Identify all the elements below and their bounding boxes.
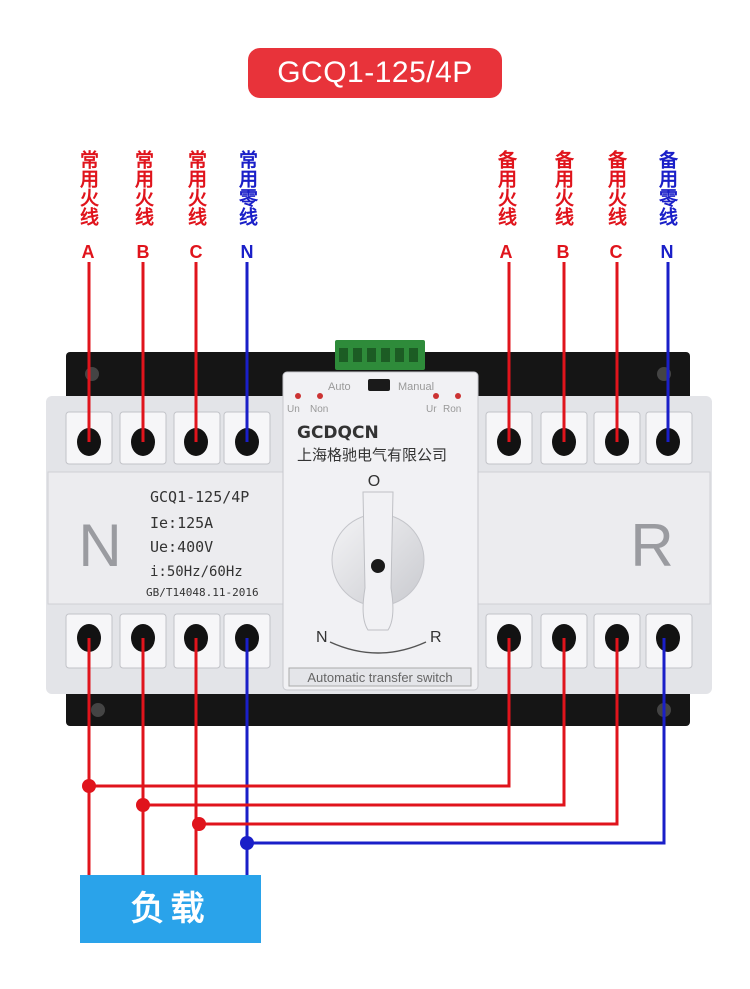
indicator-ron: Ron (443, 404, 461, 415)
wire-backup-b-out (143, 638, 566, 807)
left-module-letter: N (78, 512, 121, 579)
backup-label-b-text: 备用火线 (552, 150, 574, 226)
backup-label-a: 备用火线 A (494, 150, 518, 262)
junction-b (136, 798, 150, 812)
wire-backup-n-out (247, 638, 666, 845)
primary-label-c-tag: C (189, 242, 203, 262)
backup-label-b-tag: B (556, 242, 570, 262)
knob-screw (371, 559, 385, 573)
right-module-letter: R (630, 512, 673, 579)
backup-label-a-tag: A (499, 242, 513, 262)
title-badge: GCQ1-125/4P (248, 48, 502, 98)
backup-label-c-text: 备用火线 (605, 150, 627, 226)
bottom-rail (66, 690, 690, 726)
primary-label-a-tag: A (81, 242, 95, 262)
backup-label-c-tag: C (609, 242, 623, 262)
wire-backup-a-out (89, 638, 511, 788)
brand-name: GCDQCN (297, 423, 379, 443)
knob-label-n: N (316, 629, 328, 646)
left-module (47, 471, 284, 605)
backup-label-n-tag: N (660, 242, 674, 262)
primary-label-c: 常用火线 C (184, 150, 208, 262)
primary-label-n: 常用零线 N (235, 150, 259, 262)
primary-label-n-text: 常用零线 (236, 150, 258, 226)
backup-label-n: 备用零线 N (655, 150, 679, 262)
indicator-un: Un (287, 404, 300, 415)
backup-label-b: 备用火线 B (551, 150, 575, 262)
spec-standard: GB/T14048.11-2016 (146, 586, 259, 599)
knob-label-o: O (368, 473, 380, 490)
backup-label-n-text: 备用零线 (656, 150, 678, 226)
control-terminal-block (335, 340, 425, 370)
footer-label: Automatic transfer switch (307, 670, 452, 685)
primary-label-a-text: 常用火线 (77, 150, 99, 226)
junction-c (192, 817, 206, 831)
rotation-arrow (329, 641, 427, 654)
wire-backup-c-out (196, 638, 619, 826)
spec-ue: Ue:400V (150, 538, 213, 556)
mode-switch[interactable] (368, 379, 390, 391)
primary-label-b-text: 常用火线 (132, 150, 154, 226)
spec-ie: Ie:125A (150, 514, 213, 532)
spec-freq: i:50Hz/60Hz (150, 564, 243, 580)
primary-label-b: 常用火线 B (131, 150, 155, 262)
mode-auto: Auto (328, 381, 351, 393)
backup-label-a-text: 备用火线 (495, 150, 517, 226)
right-module (477, 471, 711, 605)
junction-n (240, 836, 254, 850)
primary-label-c-text: 常用火线 (185, 150, 207, 226)
footer-plate (288, 667, 472, 687)
indicator-non: Non (310, 404, 328, 415)
junction-a (82, 779, 96, 793)
indicator-ur: Ur (426, 404, 437, 415)
knob-label-r: R (430, 629, 442, 646)
primary-label-b-tag: B (136, 242, 150, 262)
mode-manual: Manual (398, 381, 434, 393)
load-box: 负载 (80, 875, 261, 943)
backup-label-c: 备用火线 C (604, 150, 628, 262)
primary-label-a: 常用火线 A (76, 150, 100, 262)
company-name: 上海格驰电气有限公司 (297, 446, 447, 464)
primary-label-n-tag: N (240, 242, 254, 262)
spec-model: GCQ1-125/4P (150, 488, 249, 506)
